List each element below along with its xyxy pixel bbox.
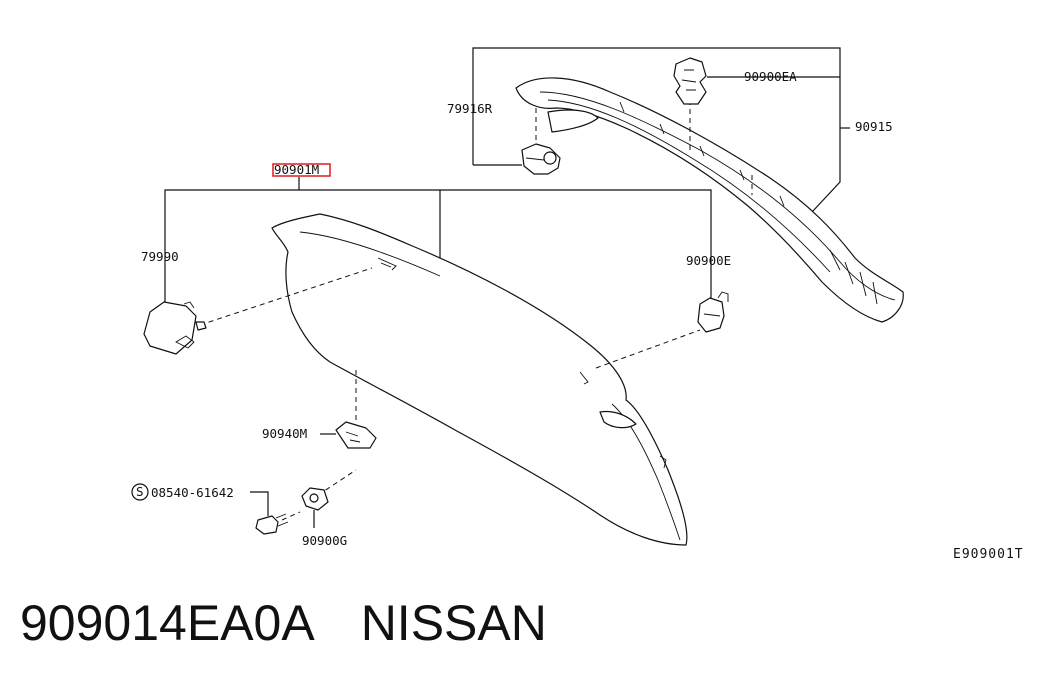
garnish-90915 [515, 77, 904, 323]
footer: 909014EA0A NISSAN [20, 598, 547, 648]
brand-name: NISSAN [360, 595, 547, 651]
screw-08540-61642 [255, 515, 279, 535]
label-90900E: 90900E [686, 253, 731, 268]
main-trim-group [131, 163, 729, 546]
bracket-90915 [472, 47, 841, 213]
label-90915: 90915 [855, 119, 893, 134]
label-79916R: 79916R [447, 101, 493, 116]
screw-symbol [131, 483, 149, 501]
leader-08540 [250, 491, 269, 516]
reference-code: E909001T [953, 547, 1024, 562]
label-90940M: 90940M [262, 426, 307, 441]
label-90900G: 90900G [302, 533, 347, 548]
upper-garnish-group [472, 47, 904, 323]
dash-90900E [595, 329, 701, 369]
trim-panel-90901M [271, 213, 688, 546]
hook-79990 [143, 301, 197, 355]
dash-79990 [199, 267, 373, 326]
garnish-tab [547, 109, 599, 133]
part-number: 909014EA0A [20, 595, 315, 651]
label-79990: 79990 [141, 249, 179, 264]
label-90901M: 90901M [274, 162, 319, 177]
highlight-box-90901M [272, 163, 331, 177]
bracket-90901M [164, 189, 712, 305]
parts-diagram: 90901M 79916R 90900EA 90915 79990 90900E… [131, 47, 1024, 562]
label-08540-61642: 08540-61642 [151, 485, 234, 500]
label-screw-symbol: S [136, 484, 144, 499]
label-90900EA: 90900EA [744, 69, 797, 84]
